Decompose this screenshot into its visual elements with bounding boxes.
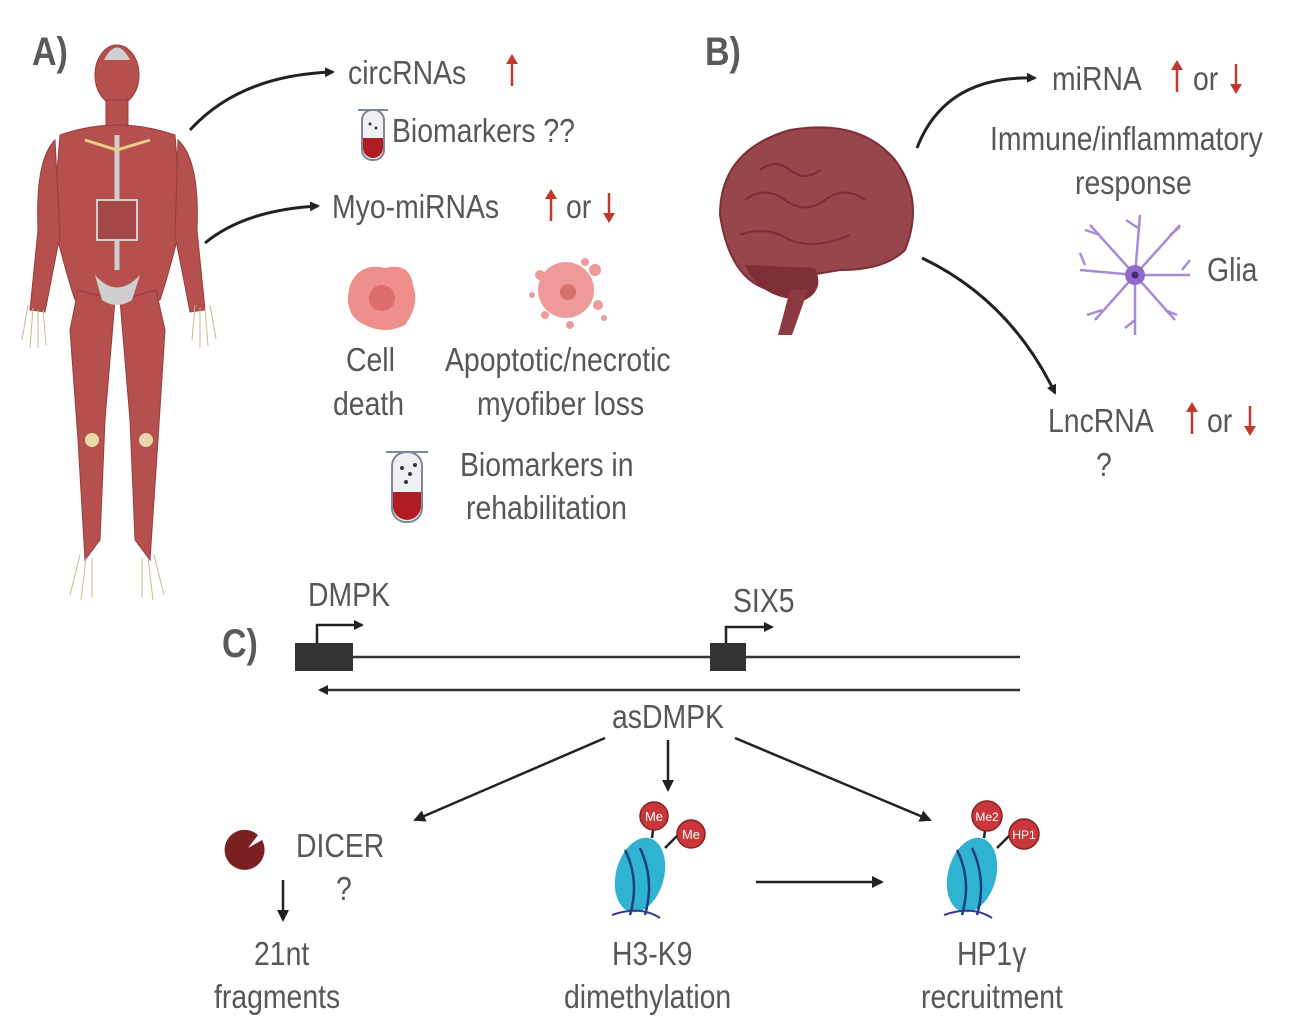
myofiber-loss-line2: myofiber loss [477, 385, 645, 422]
hands-feet [21, 304, 217, 601]
up-arrow-icon [506, 54, 615, 223]
me-label-1: Me [645, 809, 663, 824]
nucleosome-icon [611, 801, 706, 919]
up-arrow-icon [1171, 60, 1256, 436]
glia-cell-icon [1078, 214, 1191, 335]
gene-track [295, 620, 1020, 695]
or-label: or [1207, 402, 1233, 439]
panel-a-label: A) [32, 30, 68, 74]
myo-mirnas-label: Myo-miRNAs [332, 188, 500, 225]
six5-label: SIX5 [733, 582, 795, 619]
arrow-to-mirna [915, 72, 1037, 149]
arrow-to-myo-mirnas [204, 201, 320, 245]
myofiber-loss-line1: Apoptotic/necrotic [445, 341, 671, 378]
brain-icon [718, 126, 914, 335]
hp1g-line2: recruitment [921, 978, 1063, 1015]
hp1-label: HP1 [1012, 828, 1036, 842]
h3k9-line2: dimethylation [564, 978, 732, 1015]
six5-exon [710, 643, 746, 671]
immune-line1: Immune/inflammatory [990, 120, 1263, 157]
dying-cell-icon [347, 266, 416, 330]
human-muscle-figure-icon [29, 44, 206, 562]
dmpk-promoter-arrow [315, 620, 364, 643]
dmpk-exon [295, 643, 353, 671]
me2-label: Me2 [975, 810, 999, 824]
biomarkers-rehab-line1: Biomarkers in [460, 446, 634, 483]
hp1g-line1: HP1γ [957, 935, 1027, 972]
mirna-label: miRNA [1052, 60, 1142, 97]
panel-c-label: C) [222, 622, 258, 666]
or-label: or [1193, 60, 1219, 97]
nucleosome-icon [943, 800, 1040, 919]
glia-label: Glia [1207, 251, 1258, 288]
dicer-label: DICER [296, 827, 385, 864]
test-tube-icon [358, 109, 388, 161]
cell-death-line1: Cell [346, 341, 395, 378]
h3k9-line1: H3-K9 [612, 935, 693, 972]
necrotic-myofiber-icon [529, 258, 607, 329]
six5-promoter-arrow [724, 622, 774, 643]
lncrna-label: LncRNA [1048, 402, 1154, 439]
panel-b-label: B) [705, 30, 741, 74]
dmpk-label: DMPK [308, 576, 390, 613]
dicer-question: ? [336, 870, 352, 907]
or-label: or [566, 188, 592, 225]
dicer-icon [224, 829, 265, 870]
me-label-2: Me [682, 827, 700, 842]
arrow-to-circrnas [188, 67, 335, 132]
asdmpk-label: asDMPK [612, 698, 724, 735]
immune-line2: response [1075, 164, 1192, 201]
biomarkers-rehab-line2: rehabilitation [466, 489, 627, 526]
arrow-to-hp1 [734, 736, 932, 822]
arrow-to-lncrna [921, 256, 1057, 395]
lncrna-question: ? [1096, 446, 1112, 483]
cell-death-line2: death [333, 385, 405, 422]
biomarkers-question-label: Biomarkers ?? [392, 112, 575, 149]
fragments-line2: fragments [214, 978, 341, 1015]
circrnas-label: circRNAs [348, 54, 467, 91]
fragments-line1: 21nt [254, 935, 310, 972]
test-tube-icon [386, 451, 428, 523]
arrow-to-dicer [413, 736, 606, 822]
